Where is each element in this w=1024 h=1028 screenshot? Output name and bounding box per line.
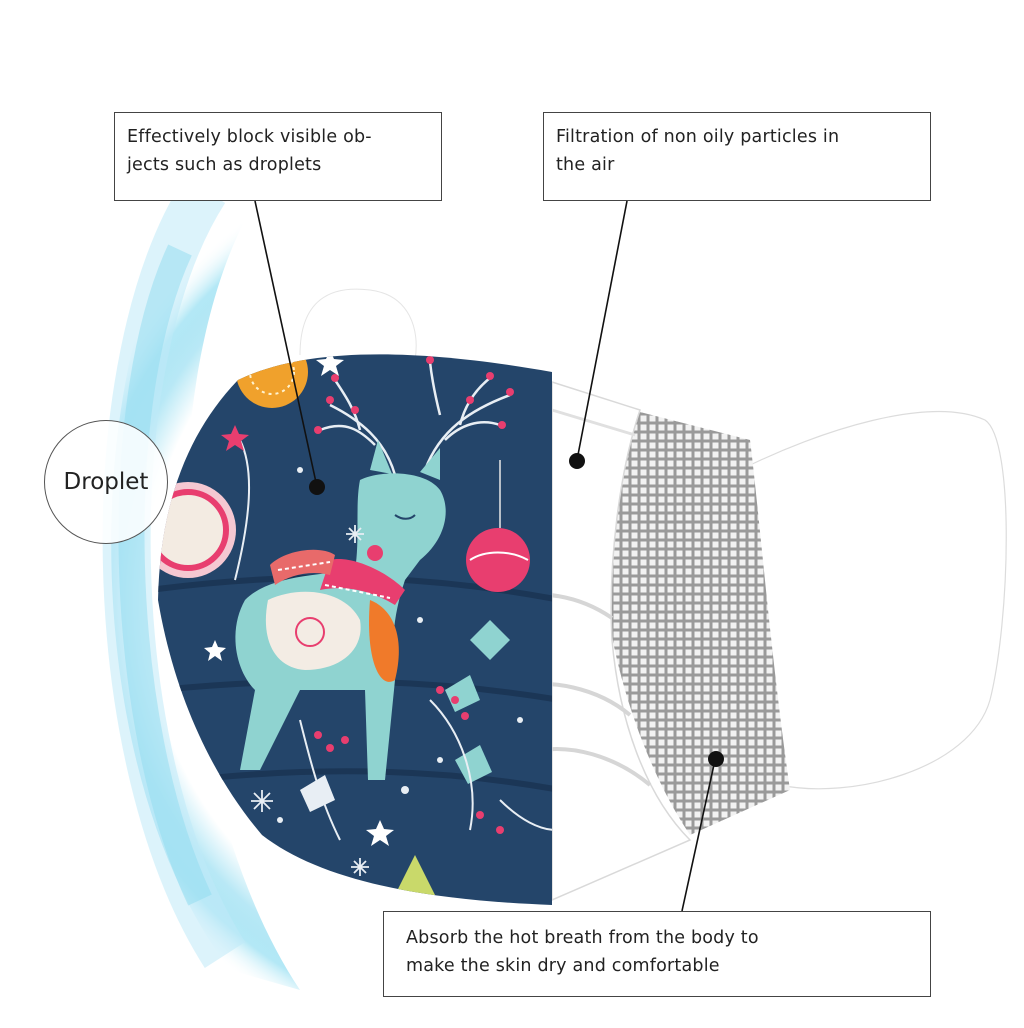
pointer-dot-icon	[708, 751, 724, 767]
pointer-dot-icon	[309, 479, 325, 495]
ear-loop-front	[295, 284, 421, 361]
callout-text-line: jects such as droplets	[127, 155, 322, 175]
droplet-label-text: Droplet	[63, 469, 149, 495]
snowflake-icon	[251, 525, 369, 876]
reindeer-icon	[235, 440, 446, 780]
callout-text-line: the air	[556, 155, 615, 175]
callout-absorb-breath: Absorb the hot breath from the body to m…	[383, 911, 931, 997]
callout-text-line: Absorb the hot breath from the body to	[406, 928, 759, 948]
callout-text-line: Effectively block visible ob-	[127, 127, 372, 147]
callout-block-droplets: Effectively block visible ob- jects such…	[114, 112, 442, 201]
inner-mesh-layer	[605, 412, 790, 835]
ornament-icon	[236, 354, 308, 408]
pointer-dot-icon	[569, 453, 585, 469]
ornament-icon	[466, 528, 530, 592]
leader-lines	[254, 200, 716, 912]
star-icon	[204, 354, 394, 846]
callout-text-line: make the skin dry and comfortable	[406, 956, 720, 976]
callout-filtration: Filtration of non oily particles in the …	[543, 112, 931, 201]
droplet-label: Droplet	[44, 420, 168, 544]
white-pleat-layer	[551, 380, 692, 902]
scarf	[270, 549, 405, 605]
callout-text-line: Filtration of non oily particles in	[556, 127, 840, 147]
